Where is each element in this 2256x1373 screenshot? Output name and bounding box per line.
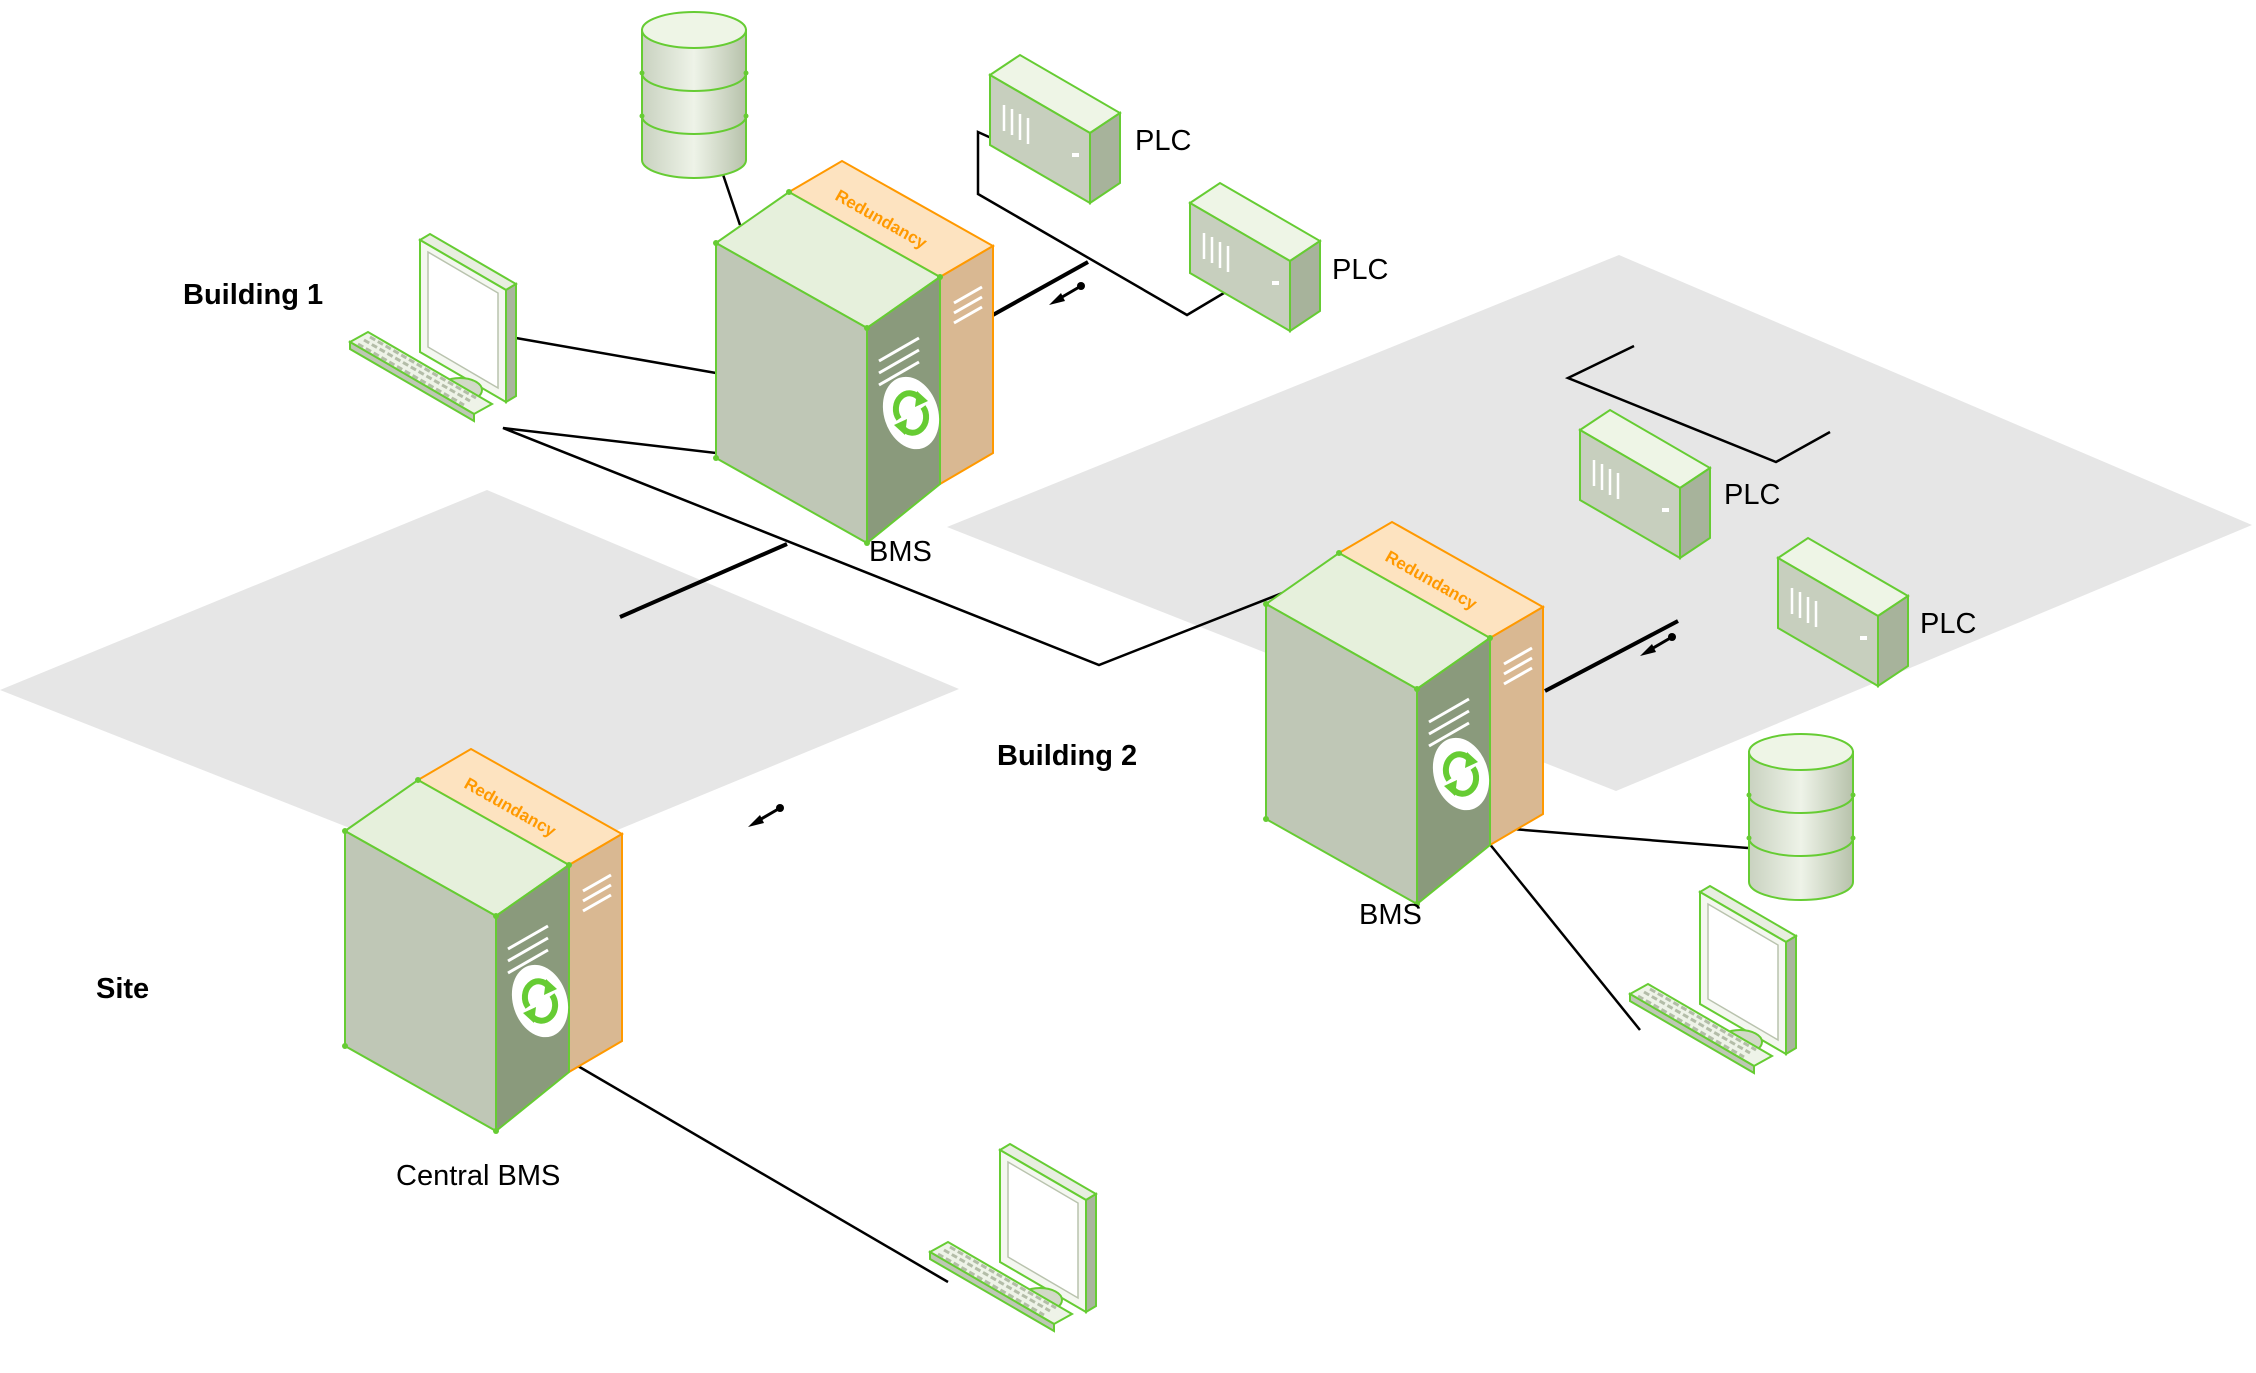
plc-label: PLC (1724, 479, 1780, 511)
server-label-bms1: BMS (869, 536, 932, 568)
plc-label: PLC (1135, 125, 1191, 157)
database-icon (1745, 733, 1857, 901)
link-arrow-icon (1047, 280, 1087, 307)
plc-icon[interactable] (1188, 181, 1322, 333)
zone-label-building2: Building 2 (997, 740, 1137, 772)
link-arrow-icon (746, 802, 786, 829)
server-label-central: Central BMS (396, 1160, 560, 1192)
workstation-icon[interactable] (348, 232, 518, 423)
zone-label-site: Site (96, 973, 149, 1005)
plc-label: PLC (1332, 254, 1388, 286)
plc-label: PLC (1920, 608, 1976, 640)
zone-label-building1: Building 1 (183, 279, 323, 311)
server-icon[interactable] (713, 161, 993, 546)
server-label-bms2: BMS (1359, 899, 1422, 931)
workstation-icon[interactable] (1628, 884, 1798, 1075)
workstation-icon[interactable] (928, 1142, 1098, 1333)
site-zone (0, 490, 959, 883)
building2-zone (947, 255, 2252, 791)
database-icon (638, 11, 750, 179)
plc-icon[interactable] (988, 53, 1122, 205)
